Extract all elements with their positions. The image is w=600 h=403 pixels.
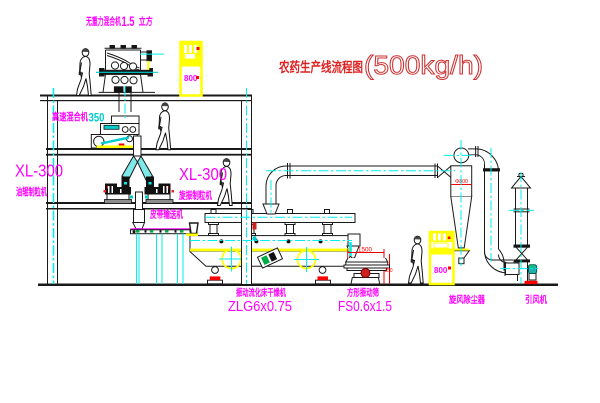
svg-text:350: 350 bbox=[89, 111, 105, 125]
svg-text:800: 800 bbox=[184, 74, 198, 83]
svg-text:350: 350 bbox=[385, 268, 393, 274]
svg-text:XL-300: XL-300 bbox=[179, 164, 227, 184]
svg-text:FS0.6x1.5: FS0.6x1.5 bbox=[338, 299, 392, 315]
svg-text:皮带输送机: 皮带输送机 bbox=[149, 208, 183, 221]
svg-text:(500kg/h): (500kg/h) bbox=[364, 50, 483, 80]
svg-text:1500: 1500 bbox=[358, 248, 373, 254]
svg-text:ZLG6x0.75: ZLG6x0.75 bbox=[228, 299, 292, 315]
svg-text:方形振动筛: 方形振动筛 bbox=[347, 287, 379, 299]
svg-text:旋风除尘器: 旋风除尘器 bbox=[448, 294, 485, 306]
svg-text:无重力混合机: 无重力混合机 bbox=[85, 15, 121, 28]
svg-text:1.5: 1.5 bbox=[122, 13, 135, 29]
svg-text:旋振制粒机: 旋振制粒机 bbox=[178, 189, 212, 202]
svg-text:高速混合机: 高速混合机 bbox=[52, 111, 88, 124]
svg-text:XL-300: XL-300 bbox=[15, 161, 63, 181]
svg-text:立方: 立方 bbox=[139, 15, 153, 28]
svg-text:振动流化床干燥机: 振动流化床干燥机 bbox=[236, 287, 286, 299]
svg-text:油辊制粒机: 油辊制粒机 bbox=[16, 186, 47, 199]
svg-text:农药生产线流程图: 农药生产线流程图 bbox=[278, 59, 363, 75]
svg-text:引风机: 引风机 bbox=[525, 294, 547, 306]
svg-text:800: 800 bbox=[434, 266, 448, 275]
